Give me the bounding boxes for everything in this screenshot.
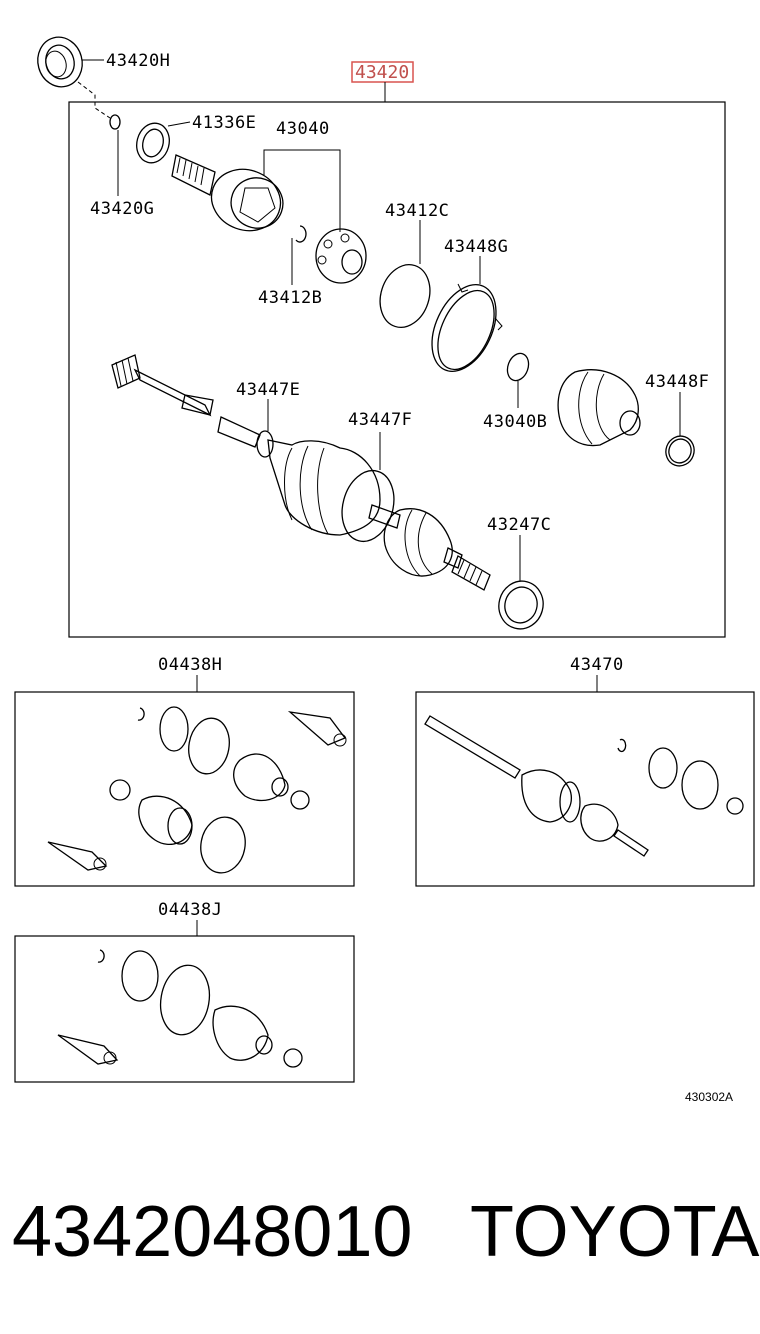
outer-boot[interactable]: [383, 508, 491, 591]
inner-race[interactable]: [315, 228, 367, 284]
drawing-code: 430302A: [685, 1090, 733, 1104]
label-43448g: 43448G: [444, 237, 508, 257]
kit-04438j: 04438J: [14, 900, 355, 1083]
kit-04438h-frame: [14, 691, 355, 887]
footer-brand: TOYOTA: [470, 1192, 759, 1272]
label-04438h[interactable]: 04438H: [158, 655, 222, 675]
label-43447f: 43447F: [348, 410, 412, 430]
ring-43412c[interactable]: [372, 258, 437, 334]
inner-boot[interactable]: [267, 439, 401, 547]
shaft-center: [368, 504, 401, 529]
clamp-43448f[interactable]: [662, 432, 699, 470]
ring-41336e[interactable]: [132, 120, 173, 167]
snap-ring-43412b[interactable]: [295, 225, 307, 243]
main-assembly-frame: [68, 101, 726, 638]
label-43447e: 43447E: [236, 380, 300, 400]
label-43448f: 43448F: [645, 372, 709, 392]
part-number-highlight: [351, 61, 414, 83]
ring-43247c[interactable]: [494, 576, 549, 634]
label-43470[interactable]: 43470: [570, 655, 624, 675]
label-41336e: 41336E: [192, 113, 256, 133]
label-43412c: 43412C: [385, 201, 449, 221]
label-43040b: 43040B: [483, 412, 547, 432]
kit-04438h: 04438H: [14, 655, 355, 887]
label-04438j[interactable]: 04438J: [158, 900, 222, 920]
kit-43470: 43470: [415, 655, 755, 887]
snap-ring-43040b[interactable]: [504, 350, 532, 383]
main-part-number[interactable]: 43420: [355, 62, 409, 83]
ring-43447e[interactable]: [256, 430, 274, 458]
label-43420h: 43420H: [106, 51, 170, 71]
label-43247c: 43247C: [487, 515, 551, 535]
main-assembly: 43420 43420H 43420G 41336E: [32, 32, 726, 638]
label-43040: 43040: [276, 119, 330, 139]
label-43420g: 43420G: [90, 199, 154, 219]
label-43412b: 43412B: [258, 288, 322, 308]
seal-43420h[interactable]: [32, 32, 87, 92]
kit-43470-frame: [415, 691, 755, 887]
outer-joint-housing[interactable]: [171, 154, 290, 240]
right-boot[interactable]: [557, 369, 641, 447]
snap-ring-43420g[interactable]: [109, 114, 121, 130]
drive-shaft[interactable]: [111, 354, 261, 448]
footer-part-number: 4342048010: [12, 1192, 412, 1272]
clamp-43448g[interactable]: [419, 274, 509, 381]
kit-04438j-frame: [14, 935, 355, 1083]
